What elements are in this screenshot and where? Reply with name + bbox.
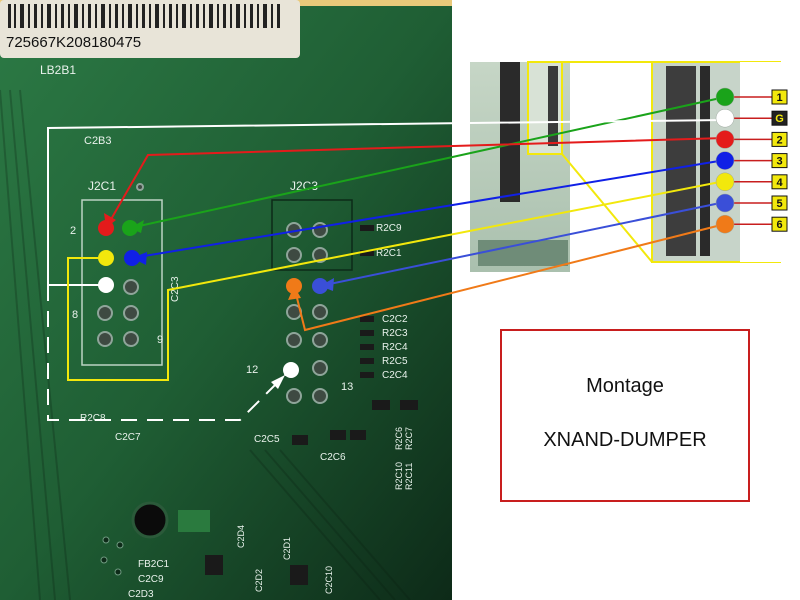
pin-dot-white-12 (283, 362, 299, 378)
connector-pin-tag (771, 110, 788, 126)
wire-slate-blue (319, 201, 726, 287)
label-c2c2: C2C2 (382, 314, 408, 325)
label-pin-2: 2 (70, 225, 76, 237)
label-r2c11: R2C11 (404, 463, 414, 490)
caption-box: Montage XNAND-DUMPER (500, 329, 750, 502)
smd-components (178, 225, 418, 585)
mounting-hole (131, 501, 169, 539)
label-c2c6: C2C6 (320, 452, 346, 463)
header-pins (98, 220, 328, 378)
pin-dot-green (122, 220, 138, 236)
wires (47, 96, 726, 421)
connector-pin-dot (715, 87, 735, 107)
connector-pin-dot (715, 214, 735, 234)
pin-dot-blue (124, 250, 140, 266)
label-r2c7: R2C7 (404, 427, 414, 450)
wire-orange (293, 223, 726, 332)
connector-pin-tag (771, 195, 788, 211)
connector-pin-tag (771, 216, 788, 232)
label-c2b3: C2B3 (84, 135, 112, 147)
label-r2c6: R2C6 (394, 427, 404, 450)
connector-pin-dot (715, 108, 735, 128)
caption-title: Montage (586, 375, 664, 397)
label-c2d2: C2D2 (254, 569, 264, 592)
label-c2d3: C2D3 (128, 589, 154, 600)
pin-dot-red (98, 220, 114, 236)
barcode-text: 725667K208180475 (6, 34, 141, 51)
connector-pin-dot (715, 172, 735, 192)
label-fb2c1: FB2C1 (138, 559, 170, 570)
connector-pin-tag (771, 174, 788, 190)
label-r2c4: R2C4 (382, 342, 408, 353)
wire-yellow (67, 180, 726, 381)
wire-white (47, 119, 726, 286)
label-c2d1: C2D1 (282, 537, 292, 560)
connector-pin-tag (771, 131, 788, 147)
connector-pin-label: G (775, 113, 784, 125)
label-c2c7: C2C7 (115, 432, 141, 443)
connector-pin-dot (715, 151, 735, 170)
connector-pin-label: 6 (776, 219, 782, 231)
connector-pin-dot (715, 130, 735, 149)
label-pin-9: 9 (157, 334, 163, 346)
label-r2c10: R2C10 (394, 462, 404, 490)
label-r2c5: R2C5 (382, 356, 408, 367)
label-c2c5: C2C5 (254, 434, 280, 445)
label-r2c3: R2C3 (382, 328, 408, 339)
label-lb2b1: LB2B1 (40, 63, 76, 77)
barcode (8, 4, 280, 28)
label-c2c4: C2C4 (382, 370, 408, 381)
connector-pin-tag (771, 89, 788, 105)
label-r2c8: R2C8 (80, 413, 106, 424)
label-c2c10: C2C10 (324, 566, 334, 594)
pin-dot-white (98, 277, 114, 293)
label-j2c1: J2C1 (88, 179, 116, 193)
connector-inset (470, 61, 796, 272)
label-j2c3: J2C3 (290, 179, 318, 193)
connector-pin-list: 1G 2 3 4 5 6 (715, 87, 788, 234)
connector-pin-dot (715, 193, 735, 213)
connector-pin-label: 3 (776, 156, 782, 168)
label-r2c1: R2C1 (376, 248, 402, 259)
wire-green (129, 96, 726, 229)
label-r2c9: R2C9 (376, 223, 402, 234)
pin-dot-orange (286, 278, 302, 294)
label-pin-8: 8 (72, 309, 78, 321)
empty-pads (97, 183, 328, 404)
label-c2c9: C2C9 (138, 574, 164, 585)
wire-red (105, 137, 726, 229)
connector-pin-label: 5 (776, 198, 782, 210)
caption-subtitle: XNAND-DUMPER (543, 429, 707, 451)
vias (100, 536, 124, 576)
connector-pin-label: 4 (776, 177, 783, 189)
label-c2d4: C2D4 (236, 525, 246, 548)
wire-blue (131, 159, 726, 259)
label-pin-12: 12 (246, 364, 258, 376)
label-pin-13: 13 (341, 381, 353, 393)
pin-dot-yellow (98, 250, 114, 266)
pin-dot-slate-blue (312, 278, 328, 294)
connector-pin-label: 1 (776, 92, 782, 104)
connector-pin-tag (771, 153, 788, 169)
pcb-photo: 725667K208180475 (0, 0, 452, 600)
connector-pin-label: 2 (776, 134, 782, 146)
wire-white-dashed (47, 285, 286, 421)
